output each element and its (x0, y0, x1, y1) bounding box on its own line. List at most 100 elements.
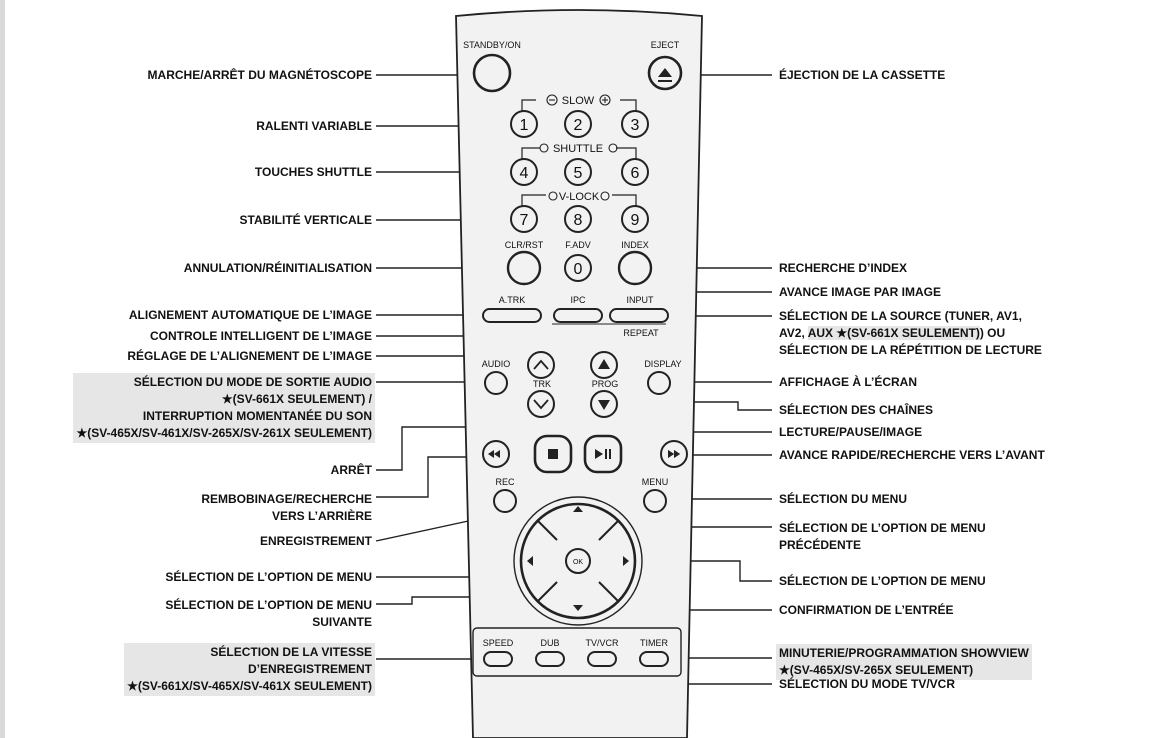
label-menu-precedente-2: PRÉCÉDENTE (779, 538, 862, 552)
rec-label: REC (495, 477, 515, 487)
label-lecture: LECTURE/PAUSE/IMAGE (779, 425, 923, 439)
atrk-label: A.TRK (499, 295, 526, 305)
digit-2: 2 (574, 117, 583, 134)
label-controle: CONTROLE INTELLIGENT DE L’IMAGE (150, 329, 372, 343)
digit-9: 9 (631, 212, 640, 229)
digit-6: 6 (631, 165, 640, 182)
digit-8: 8 (574, 212, 583, 229)
fadv-label: F.ADV (565, 240, 591, 250)
display-label: DISPLAY (644, 359, 681, 369)
standby-button (472, 53, 512, 93)
label-alignement-auto: ALIGNEMENT AUTOMATIQUE DE L’IMAGE (128, 308, 372, 322)
atrk-button (482, 308, 542, 323)
trk-down-icon (533, 399, 549, 410)
timer-button (639, 651, 669, 667)
rec-button (493, 489, 517, 513)
tvvcr-button (587, 651, 617, 667)
label-source: SÉLECTION DE LA SOURCE (TUNER, AV1, AV2,… (779, 308, 1042, 359)
label-audio-3: INTERRUPTION MOMENTANÉE DU SON (142, 409, 372, 423)
label-rembobinage-1: REMBOBINAGE/RECHERCHE (201, 492, 372, 506)
label-menu-suivante-1: SÉLECTION DE L’OPTION DE MENU (165, 598, 372, 612)
label-ejection: ÉJECTION DE LA CASSETTE (779, 68, 946, 82)
prog-up-icon (598, 359, 610, 369)
prog-down-icon (598, 400, 610, 410)
label-ralenti: RALENTI VARIABLE (256, 119, 372, 133)
label-reglage: RÉGLAGE DE L’ALIGNEMENT DE L’IMAGE (127, 349, 372, 363)
ok-button (565, 548, 591, 574)
label-menu-suivante-2: SUIVANTE (312, 615, 372, 629)
label-affichage: AFFICHAGE À L’ÉCRAN (779, 375, 917, 389)
label-vitesse-1: SÉLECTION DE LA VITESSE (210, 645, 372, 659)
rewind-icon (488, 450, 500, 458)
label-stabilite: STABILITÉ VERTICALE (239, 213, 372, 227)
label-rembobinage: REMBOBINAGE/RECHERCHE VERS L’ARRIÈRE (201, 491, 372, 525)
label-source-2: AV2, AUX ★(SV-661X SEULEMENT)) OU (779, 325, 1042, 342)
label-avance-rapide: AVANCE RAPIDE/RECHERCHE VERS L’AVANT (779, 448, 1045, 462)
dpad-left-icon (527, 556, 533, 566)
number-keys (510, 110, 649, 282)
page-edge-strip (0, 0, 5, 738)
label-chaines: SÉLECTION DES CHAÎNES (779, 403, 934, 417)
menu-label: MENU (642, 477, 669, 487)
dpad-right-icon (623, 556, 629, 566)
vlock-label: V-LOCK (559, 191, 600, 203)
dpad-down-icon (573, 605, 583, 611)
label-arret: ARRÊT (330, 463, 372, 477)
clr-label: CLR/RST (505, 240, 544, 250)
input-button (609, 308, 669, 323)
digit-7: 7 (520, 212, 529, 229)
audio-button (484, 371, 508, 395)
trk-up-icon (533, 359, 549, 370)
label-annulation: ANNULATION/RÉINITIALISATION (183, 261, 372, 275)
index-label: INDEX (621, 240, 649, 250)
label-source-2a: AV2, (779, 326, 805, 340)
shuttle-label: SHUTTLE (553, 143, 603, 155)
dub-label: DUB (540, 638, 559, 648)
digit-labels: 1 2 3 4 5 6 7 8 9 0 (520, 117, 640, 278)
label-marche-arret: MARCHE/ARRÊT DU MAGNÉTOSCOPE (147, 68, 372, 82)
label-minuterie-1: MINUTERIE/PROGRAMMATION SHOWVIEW (779, 646, 1029, 660)
label-confirmation: CONFIRMATION DE L’ENTRÉE (779, 603, 954, 617)
display-button (647, 371, 671, 395)
eject-icon (658, 68, 672, 82)
label-vitesse-2: D’ENREGISTREMENT (247, 662, 372, 676)
menu-button (643, 489, 667, 513)
input-label: INPUT (627, 295, 655, 305)
digit-3: 3 (631, 117, 640, 134)
stop-icon (548, 449, 558, 459)
label-menu-precedente-1: SÉLECTION DE L’OPTION DE MENU (779, 521, 986, 535)
prog-label: PROG (592, 379, 619, 389)
label-shuttle: TOUCHES SHUTTLE (254, 165, 372, 179)
label-minuterie: MINUTERIE/PROGRAMMATION SHOWVIEW ★(SV-46… (776, 644, 1032, 680)
label-enregistrement: ENREGISTREMENT (259, 534, 372, 548)
dpad-up-icon (573, 506, 583, 512)
ff-button (660, 440, 688, 468)
label-source-aux: AUX ★(SV-661X SEULEMENT) (807, 326, 980, 340)
label-audio-block: SÉLECTION DU MODE DE SORTIE AUDIO ★(SV-6… (73, 373, 375, 443)
bottom-panel (472, 627, 682, 677)
digit-0: 0 (574, 261, 583, 278)
slow-label: SLOW (562, 95, 595, 107)
label-menu-precedente: SÉLECTION DE L’OPTION DE MENU PRÉCÉDENTE (779, 520, 986, 554)
ok-label: OK (573, 559, 583, 566)
audio-label: AUDIO (482, 359, 511, 369)
label-source-1: SÉLECTION DE LA SOURCE (TUNER, AV1, (779, 309, 1022, 323)
label-minuterie-2: ★(SV-465X/SV-265X SEULEMENT) (779, 663, 974, 677)
trk-up-button (527, 351, 555, 379)
speed-label: SPEED (483, 638, 514, 648)
repeat-label: REPEAT (623, 328, 659, 338)
label-avance-image: AVANCE IMAGE PAR IMAGE (779, 285, 942, 299)
dub-button (535, 651, 565, 667)
standby-label: STANDBY/ON (463, 40, 521, 50)
label-audio-2: ★(SV-661X SEULEMENT) / (221, 392, 372, 406)
digit-5: 5 (574, 165, 583, 182)
speed-button (483, 651, 513, 667)
ipc-button (553, 308, 603, 323)
label-recherche-index: RECHERCHE D’INDEX (779, 261, 908, 275)
label-source-3: SÉLECTION DE LA RÉPÉTITION DE LECTURE (779, 343, 1042, 357)
clr-rst-button (506, 250, 542, 286)
eject-label: EJECT (651, 40, 680, 50)
trk-down-button (527, 390, 555, 418)
label-audio-1: SÉLECTION DU MODE DE SORTIE AUDIO (133, 375, 372, 389)
